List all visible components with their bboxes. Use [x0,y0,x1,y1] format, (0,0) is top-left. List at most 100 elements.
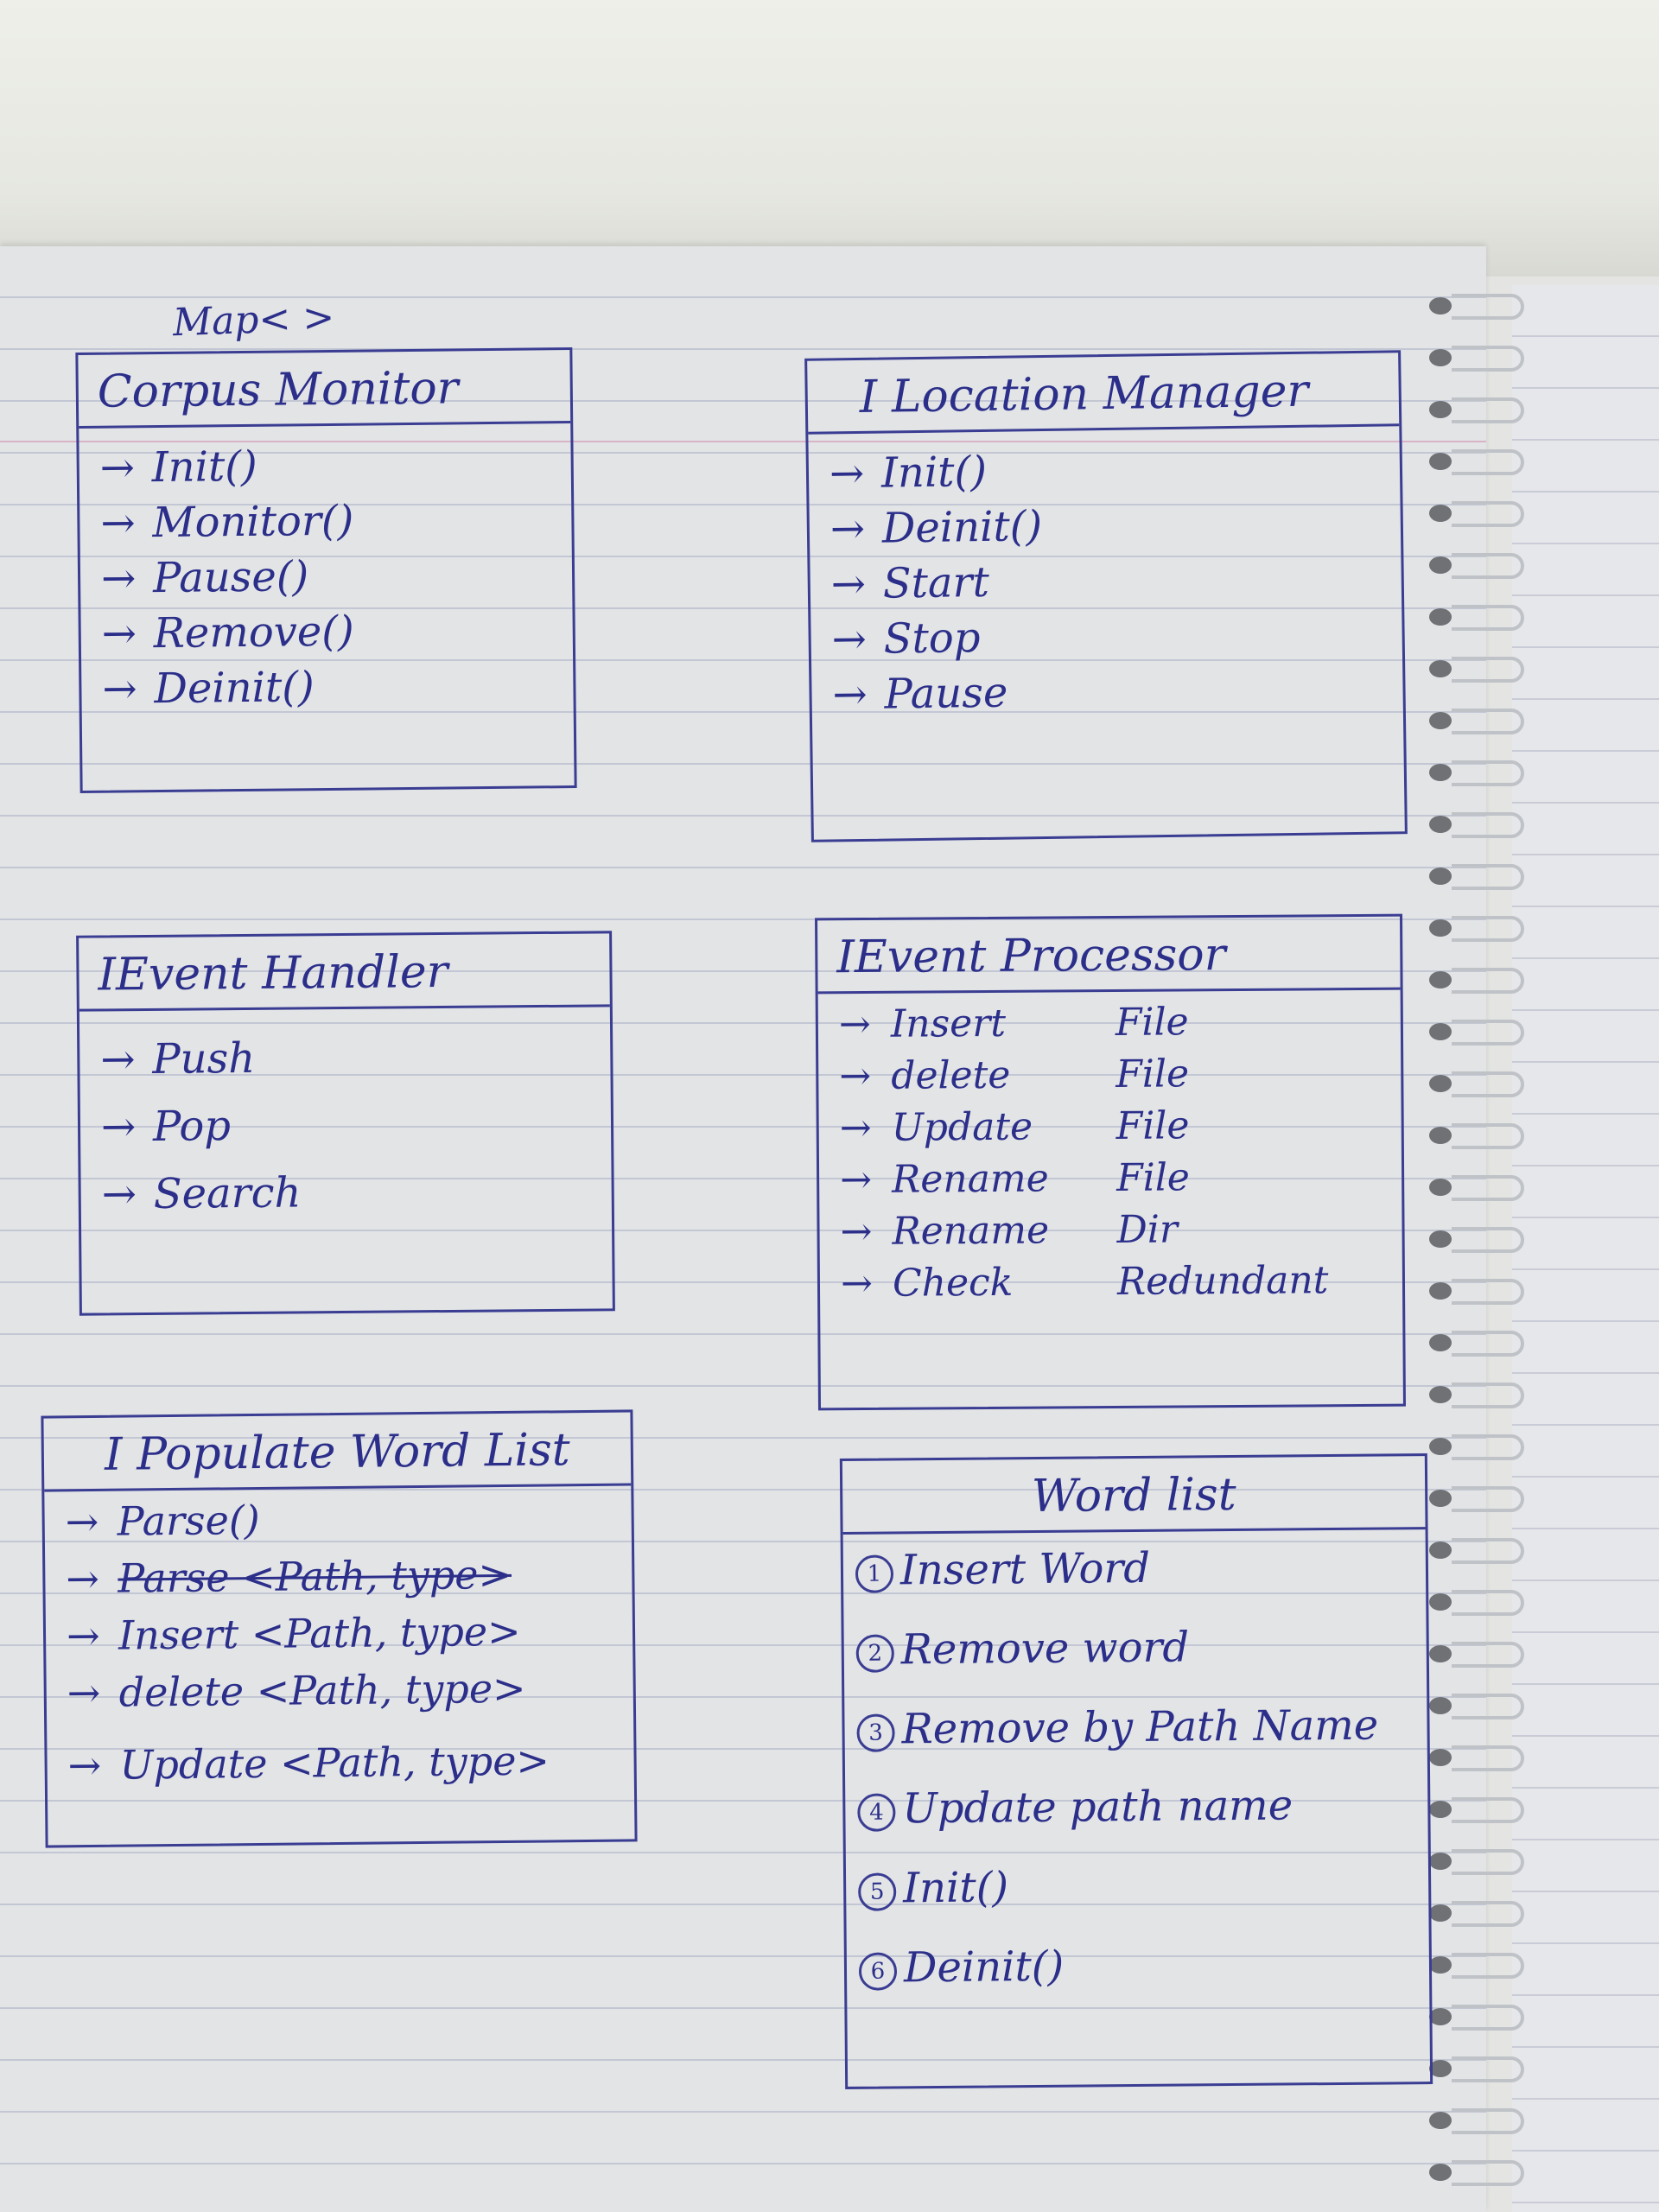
binding-hole [1429,1749,1452,1766]
corpus-monitor-box: Corpus Monitor →Init() →Monitor() →Pause… [75,347,577,793]
binding-hole [1429,1386,1452,1403]
binding-hole [1429,1593,1452,1611]
binding-hole [1429,1541,1452,1559]
binding-ring [1452,1797,1524,1823]
binding-ring [1452,1279,1524,1305]
list-item: →Start [830,558,990,609]
list-item: →delete <Path, type> [67,1665,526,1717]
arrow-icon: → [100,1103,137,1152]
binding-hole [1429,1230,1452,1248]
binding-hole [1429,297,1452,315]
binding-hole [1429,1127,1452,1144]
arrow-icon: → [65,1498,99,1546]
arrow-icon: → [101,1170,137,1219]
list-item: →Update <Path, type> [67,1737,550,1789]
margin-line [0,441,1486,442]
binding-ring [1452,1382,1524,1408]
binding-hole [1429,2112,1452,2129]
binding-hole [1429,349,1452,366]
binding-hole [1429,1438,1452,1455]
binding-ring [1452,2056,1524,2082]
binding-hole [1429,608,1452,626]
binding-ring [1452,449,1524,475]
arrow-icon: → [838,1002,871,1047]
binding-hole [1429,1179,1452,1196]
event-handler-box: IEvent Handler →Push →Pop →Search [76,931,615,1316]
binding-ring [1452,1849,1524,1875]
binding-ring [1452,1538,1524,1564]
binding-ring [1452,1642,1524,1668]
binding-ring [1452,2108,1524,2134]
binding-ring [1452,657,1524,683]
box-title: I Populate Word List [43,1412,632,1492]
binding-ring [1452,1694,1524,1719]
binding-hole [1429,1490,1452,1507]
binding-hole [1429,764,1452,781]
binding-hole [1429,2060,1452,2077]
binding-ring [1452,1175,1524,1201]
arrow-icon: → [100,499,136,549]
binding-hole [1429,2164,1452,2181]
number-badge: 1 [855,1554,894,1593]
binding-hole [1429,868,1452,885]
list-item: →Init() [829,448,988,499]
binding-ring [1452,709,1524,734]
box-title: Word list [842,1456,1426,1535]
binding-ring [1452,916,1524,942]
binding-hole [1429,1853,1452,1870]
arrow-icon: → [102,664,137,715]
arrow-icon: → [101,609,137,659]
arrow-icon: → [100,1035,136,1084]
binding-ring [1452,1071,1524,1097]
next-page-edge [1512,285,1659,2212]
binding-hole [1429,1904,1452,1922]
binding-hole [1429,1697,1452,1714]
list-item: →Remove() [101,607,354,659]
number-badge: 3 [856,1713,895,1752]
binding-ring [1452,1901,1524,1927]
binding-ring [1452,1590,1524,1616]
map-note: Map< > [172,295,336,346]
box-title: IEvent Processor [817,916,1401,995]
arrow-icon: → [100,554,137,604]
list-item: →Deinit() [102,663,315,715]
binding-ring [1452,864,1524,890]
binding-hole [1429,453,1452,470]
binding-ring [1452,812,1524,838]
list-item: →Search [101,1168,302,1219]
box-title: I Location Manager [807,353,1400,435]
arrow-icon: → [839,1054,872,1099]
binding-ring [1452,760,1524,786]
list-item: →Pause() [100,552,309,604]
binding-ring [1452,1123,1524,1149]
binding-hole [1429,919,1452,937]
arrow-icon: → [839,1158,873,1203]
binding-hole [1429,1801,1452,1818]
list-item: →Stop [831,613,981,664]
binding-ring [1452,346,1524,372]
number-badge: 2 [855,1634,894,1673]
arrow-icon: → [67,1669,101,1717]
binding-hole [1429,1282,1452,1300]
binding-hole [1429,1334,1452,1351]
list-item: →Pop [100,1102,232,1152]
list-item: →Monitor() [100,497,354,549]
spiral-binding [1426,294,1599,2203]
binding-hole [1429,816,1452,833]
number-badge: 5 [858,1872,897,1911]
arrow-icon: → [832,671,868,720]
list-item: →Push [100,1034,256,1084]
binding-ring [1452,605,1524,631]
location-manager-box: I Location Manager →Init() →Deinit() →St… [804,350,1408,842]
binding-ring [1452,2005,1524,2031]
